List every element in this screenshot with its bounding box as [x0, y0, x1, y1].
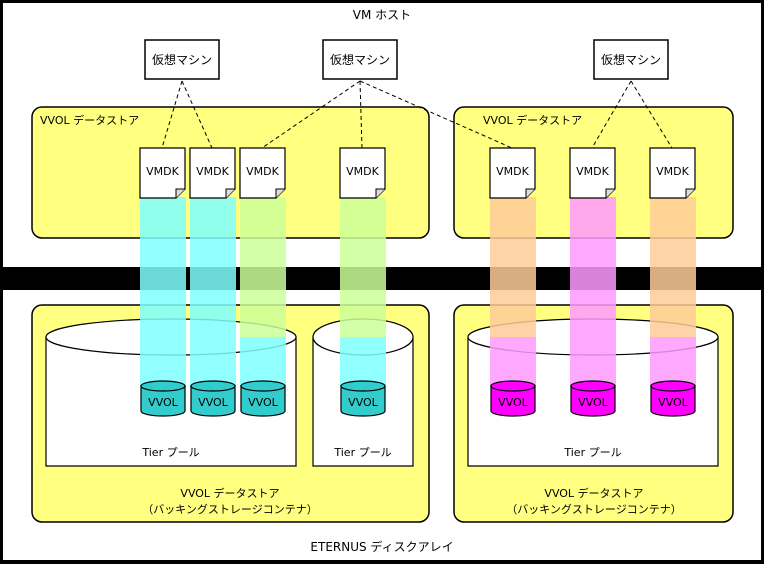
vmdk-file-5: VMDK — [489, 147, 536, 199]
band-vmdk-3-upper — [240, 197, 286, 337]
vvol-label: VVOL — [498, 396, 529, 409]
vvol-label: VVOL — [348, 396, 379, 409]
vm-3-label: 仮想マシン — [601, 52, 661, 67]
vmdk-file-7: VMDK — [649, 147, 696, 199]
band-vmdk-7-upper — [650, 197, 696, 337]
tier-pool-3-label: Tier プール — [563, 446, 621, 459]
band-vmdk-1 — [140, 197, 186, 387]
backing-left-line2: （バッキングストレージコンテナ） — [142, 502, 317, 516]
vmdk-label: VMDK — [346, 165, 379, 178]
vmdk-label: VMDK — [246, 165, 279, 178]
vm-2-label: 仮想マシン — [330, 52, 390, 67]
band-vmdk-4-lower — [340, 337, 386, 387]
band-vmdk-3-lower — [240, 337, 286, 387]
vvol-label: VVOL — [658, 396, 689, 409]
band-vmdk-4-upper — [340, 197, 386, 337]
tier-pool-2-label: Tier プール — [333, 446, 391, 459]
vvol-volume-3: VVOL — [240, 380, 286, 417]
band-vmdk-5-upper — [490, 197, 536, 337]
vmdk-file-6: VMDK — [569, 147, 616, 199]
vm-3: 仮想マシン — [593, 39, 669, 80]
vmdk-label: VMDK — [196, 165, 229, 178]
host-datastore-left-label: VVOL データストア — [40, 113, 139, 127]
band-vmdk-5-lower — [490, 337, 536, 387]
vm-vmdk-connectors — [161, 80, 673, 149]
vm-2: 仮想マシン — [322, 39, 398, 80]
vmdk-file-2: VMDK — [189, 147, 236, 199]
backing-right-line2: （バッキングストレージコンテナ） — [506, 502, 681, 516]
storage-array-title: ETERNUS ディスクアレイ — [310, 539, 453, 554]
host-datastore-right-label: VVOL データストア — [483, 113, 582, 127]
vmdk-label: VMDK — [496, 165, 529, 178]
vvol-volume-7: VVOL — [650, 380, 696, 417]
vmdk-file-4: VMDK — [339, 147, 386, 199]
tier-pool-1-label: Tier プール — [141, 446, 199, 459]
vm-host-title: VM ホスト — [353, 8, 411, 22]
vmdk-label: VMDK — [146, 165, 179, 178]
vvol-volume-2: VVOL — [190, 380, 236, 417]
backing-left-line1: VVOL データストア — [180, 486, 279, 500]
vm-1: 仮想マシン — [144, 39, 220, 80]
vvol-label: VVOL — [578, 396, 609, 409]
vvol-volume-5: VVOL — [490, 380, 536, 417]
vm-1-label: 仮想マシン — [152, 52, 212, 67]
vmdk-file-3: VMDK — [239, 147, 286, 199]
vvol-label: VVOL — [248, 396, 279, 409]
vvol-volume-1: VVOL — [140, 380, 186, 417]
vvol-volume-4: VVOL — [340, 380, 386, 417]
mapping-bands — [140, 197, 696, 387]
vmdk-file-1: VMDK — [139, 147, 186, 199]
backing-right-line1: VVOL データストア — [544, 486, 643, 500]
vvol-label: VVOL — [148, 396, 179, 409]
vmdk-label: VMDK — [576, 165, 609, 178]
band-vmdk-2 — [190, 197, 236, 387]
vvol-volumes: VVOL VVOL VVOL VVOL VVOL VVOL VVOL — [140, 380, 696, 417]
band-vmdk-7-lower — [650, 337, 696, 387]
vvol-label: VVOL — [198, 396, 229, 409]
band-vmdk-6 — [570, 197, 616, 387]
vvol-volume-6: VVOL — [570, 380, 616, 417]
vmdk-files: VMDK VMDK VMDK VMDK VMDK VMDK VMDK — [139, 147, 696, 199]
vmdk-label: VMDK — [656, 165, 689, 178]
